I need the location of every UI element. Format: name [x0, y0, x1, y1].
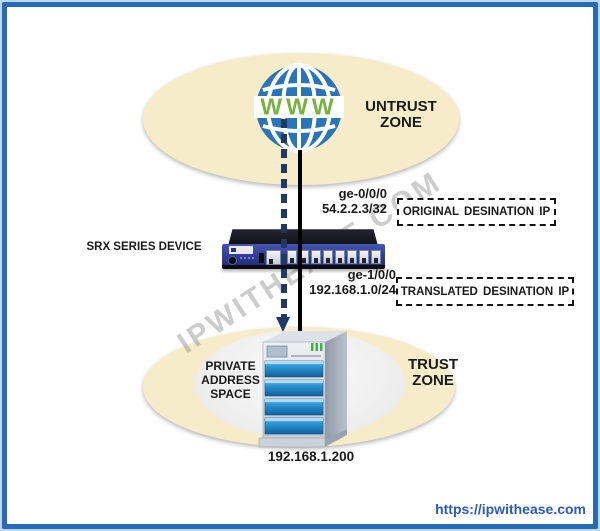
- physical-link-line: [298, 150, 302, 340]
- ethernet-port-icon: [371, 250, 381, 264]
- status-led: [248, 257, 250, 259]
- srx-chassis-top: [228, 229, 378, 246]
- srx-device-label: SRX SERIES DEVICE: [86, 241, 202, 253]
- wan-interface-label: ge-0/0/0 54.2.2.3/32: [287, 186, 387, 216]
- trust-zone-line1: TRUST: [408, 356, 458, 373]
- server-ip-label: 192.168.1.200: [267, 449, 355, 464]
- srx-device: [222, 228, 385, 270]
- ethernet-port-icon: [311, 250, 321, 264]
- private-address-space-label: PRIVATE ADDRESS SPACE: [188, 359, 273, 401]
- ethernet-ports: [287, 250, 381, 264]
- status-led: [240, 257, 242, 259]
- trust-zone-line2: ZONE: [412, 372, 454, 389]
- translated-destination-callout: TRANSLATED DESINATION IP: [396, 277, 574, 306]
- private-line3: SPACE: [210, 387, 251, 401]
- server-tower-icon: [258, 331, 347, 448]
- untrust-zone-line2: ZONE: [380, 114, 422, 131]
- lan-interface-label: ge-1/0/0 192.168.1.0/24: [286, 267, 396, 297]
- ethernet-port-icon: [287, 250, 297, 264]
- juniper-logo-chip: [229, 246, 253, 254]
- status-led: [244, 257, 246, 259]
- private-line2: ADDRESS: [201, 373, 260, 387]
- usb-port-icon: [259, 253, 264, 263]
- private-line1: PRIVATE: [205, 359, 256, 373]
- trust-zone-label: TRUST ZONE: [400, 357, 466, 389]
- wan-interface-ip: 54.2.2.3/32: [321, 201, 387, 216]
- untrust-zone-label: UNTRUST ZONE: [355, 99, 447, 131]
- ethernet-port-icon: [347, 250, 357, 264]
- globe-icon: WWW: [254, 63, 344, 153]
- www-label: WWW: [260, 94, 337, 120]
- srx-chassis-base: [222, 265, 385, 269]
- status-led: [252, 257, 254, 259]
- ethernet-port-icon: [359, 250, 369, 264]
- original-destination-callout: ORIGINAL DESINATION IP: [397, 198, 556, 226]
- ethernet-port-icon: [335, 250, 345, 264]
- lan-interface-ip: 192.168.1.0/24: [309, 282, 396, 297]
- power-button-icon: [228, 256, 237, 265]
- site-url-link[interactable]: https://ipwithease.com: [435, 501, 586, 517]
- untrust-zone-line1: UNTRUST: [365, 98, 437, 115]
- wan-interface-name: ge-0/0/0: [338, 186, 387, 201]
- nat-traffic-dashed-line: [281, 119, 287, 318]
- console-port-icon: [266, 250, 281, 265]
- ethernet-port-icon: [323, 250, 333, 264]
- lan-interface-name: ge-1/0/0: [347, 267, 396, 282]
- arrow-down-icon: [276, 317, 290, 332]
